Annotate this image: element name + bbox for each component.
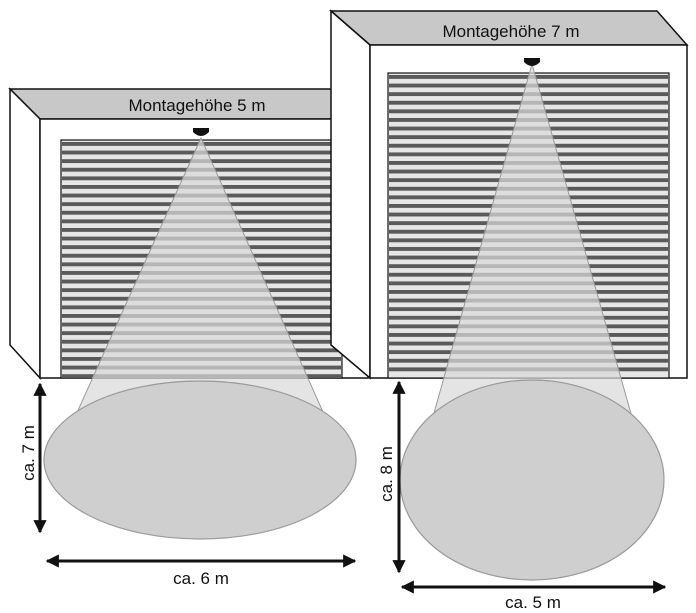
garage-left-title: Montagehöhe 5 m [128,96,265,115]
depth-label-right: ca. 8 m [377,446,396,502]
width-label-left: ca. 6 m [173,569,229,588]
garage-right-title: Montagehöhe 7 m [442,22,579,41]
detection-area-right [399,379,665,581]
motion-sensor-icon [524,58,540,66]
width-label-right: ca. 5 m [505,593,561,612]
motion-sensor-icon [193,128,209,136]
detection-zone-right [399,58,665,581]
garage-right-side-wall [330,9,371,380]
garage-left-side-wall [9,87,41,380]
detection-area-left [43,380,357,540]
depth-label-left: ca. 7 m [19,425,38,481]
